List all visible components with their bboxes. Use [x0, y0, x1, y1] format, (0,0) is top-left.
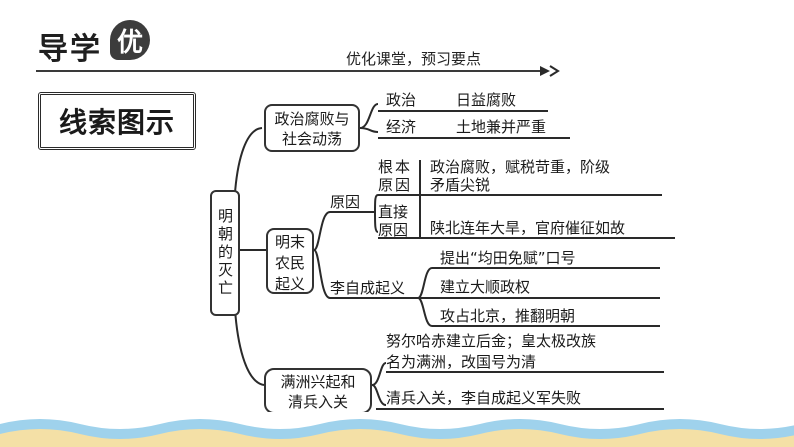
item-key: 政治	[386, 91, 417, 109]
branch-label-line: 清兵入关	[287, 393, 348, 411]
item-key: 经济	[386, 118, 417, 136]
footer-wave	[0, 412, 794, 447]
item-value: 日益腐败	[456, 91, 517, 109]
root-node: 明朝的灭亡	[210, 190, 240, 316]
cause-direct-value: 陕北连年大旱，官府催征如故	[430, 219, 626, 237]
item-value: 土地兼并严重	[456, 118, 547, 136]
li-item: 攻占北京，推翻明朝	[440, 307, 576, 325]
manchu-item: 努尔哈赤建立后金；皇太极改族	[386, 332, 597, 350]
header-subtitle: 优化课堂，预习要点	[346, 50, 482, 68]
li-item: 提出“均田免赋”口号	[440, 249, 576, 267]
cause-direct-key: 直接	[378, 203, 409, 221]
branch-node-peasant: 明末农民起义	[266, 228, 314, 294]
cause-root-value: 政治腐败，赋税苛重，阶级	[430, 158, 611, 176]
manchu-item: 清兵入关，李自成起义军失败	[386, 389, 582, 407]
manchu-item: 名为满洲，改国号为清	[386, 353, 537, 371]
branch-label-line: 社会动荡	[281, 130, 342, 148]
cause-root-key: 根本原因	[378, 158, 413, 194]
header-badge: 优	[110, 20, 150, 60]
cause-root-value: 矛盾尖锐	[430, 176, 491, 194]
branch-node-politics: 政治腐败与 社会动荡	[264, 104, 360, 152]
li-label: 李自成起义	[330, 279, 406, 297]
cause-label: 原因	[330, 193, 361, 211]
header-rule	[36, 70, 548, 72]
header-title: 导学	[38, 32, 102, 67]
section-title: 线索图示	[38, 92, 196, 150]
cause-direct-key: 原因	[378, 221, 409, 239]
branch-label: 明末农民起义	[274, 233, 305, 293]
branch-label-line: 满洲兴起和	[280, 373, 356, 391]
li-item: 建立大顺政权	[440, 278, 531, 296]
branch-label-line: 政治腐败与	[274, 110, 350, 128]
branch-node-manchu: 满洲兴起和 清兵入关	[264, 368, 372, 414]
